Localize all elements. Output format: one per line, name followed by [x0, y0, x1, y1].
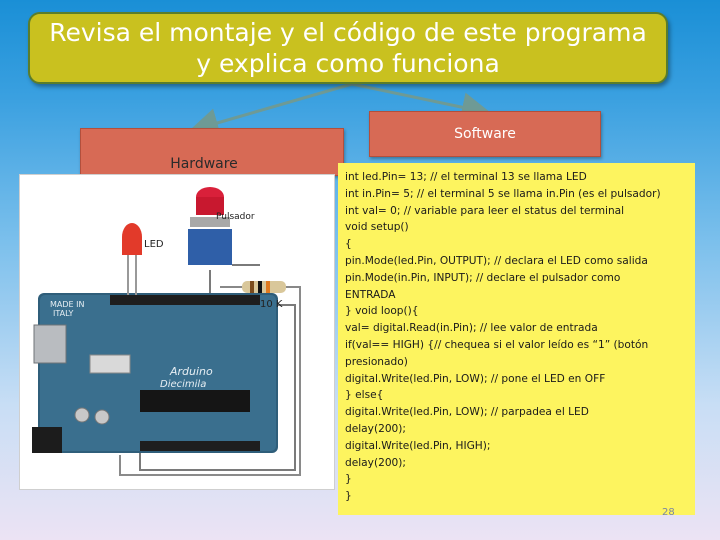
title-line-2: y explica como funciona	[196, 49, 500, 78]
arduino-board-illustration: MADE IN ITALY Arduino Diecimila LED Puls…	[32, 187, 301, 476]
code-line: }	[345, 490, 352, 503]
page-number: 28	[662, 507, 675, 518]
software-label-box: Software	[369, 111, 601, 157]
code-line: ENTRADA	[345, 288, 396, 301]
hardware-label: Hardware	[170, 156, 238, 172]
slide-title: Revisa el montaje y el código de este pr…	[28, 12, 668, 84]
pulsador-label: Pulsador	[216, 212, 255, 222]
arrow-to-software	[351, 82, 492, 122]
hardware-label-box: Hardware	[80, 128, 344, 176]
code-listing: int led.Pin= 13; // el terminal 13 se ll…	[338, 163, 695, 515]
code-line: } void loop(){	[345, 305, 419, 318]
led-label: LED	[144, 239, 164, 250]
resistor-label: 10 K	[260, 299, 283, 310]
code-line: digital.Write(led.Pin, LOW); // pone el …	[345, 372, 606, 385]
code-line: pin.Mode(led.Pin, OUTPUT); // declara el…	[345, 254, 648, 267]
code-line: {	[345, 238, 352, 251]
arrow-to-hardware	[188, 82, 353, 138]
code-line: presionado)	[345, 355, 408, 368]
code-line: if(val== HIGH) {// chequea si el valor l…	[345, 338, 649, 351]
circuit-photo: MADE IN ITALY Arduino Diecimila LED Puls…	[19, 174, 335, 490]
code-line: digital.Write(led.Pin, LOW); // parpadea…	[345, 406, 589, 419]
code-line: }	[345, 473, 352, 486]
code-line: int led.Pin= 13; // el terminal 13 se ll…	[345, 171, 587, 183]
title-line-1: Revisa el montaje y el código de este pr…	[49, 18, 647, 47]
board-arduino-text: Arduino	[169, 365, 213, 378]
code-line: val= digital.Read(in.Pin); // lee valor …	[345, 322, 598, 335]
board-italy-text: ITALY	[53, 309, 73, 318]
code-line: int val= 0; // variable para leer el sta…	[345, 204, 625, 217]
software-label: Software	[454, 126, 516, 142]
code-line: } else{	[345, 389, 384, 402]
board-made-in-text: MADE IN	[50, 300, 84, 309]
code-line: int in.Pin= 5; // el terminal 5 se llama…	[345, 187, 661, 200]
code-line: pin.Mode(in.Pin, INPUT); // declare el p…	[345, 271, 621, 284]
code-line: delay(200);	[345, 456, 407, 469]
code-line: void setup()	[345, 221, 409, 234]
board-model-text: Diecimila	[160, 379, 206, 390]
code-line: digital.Write(led.Pin, HIGH);	[345, 439, 491, 452]
code-line: delay(200);	[345, 422, 407, 435]
